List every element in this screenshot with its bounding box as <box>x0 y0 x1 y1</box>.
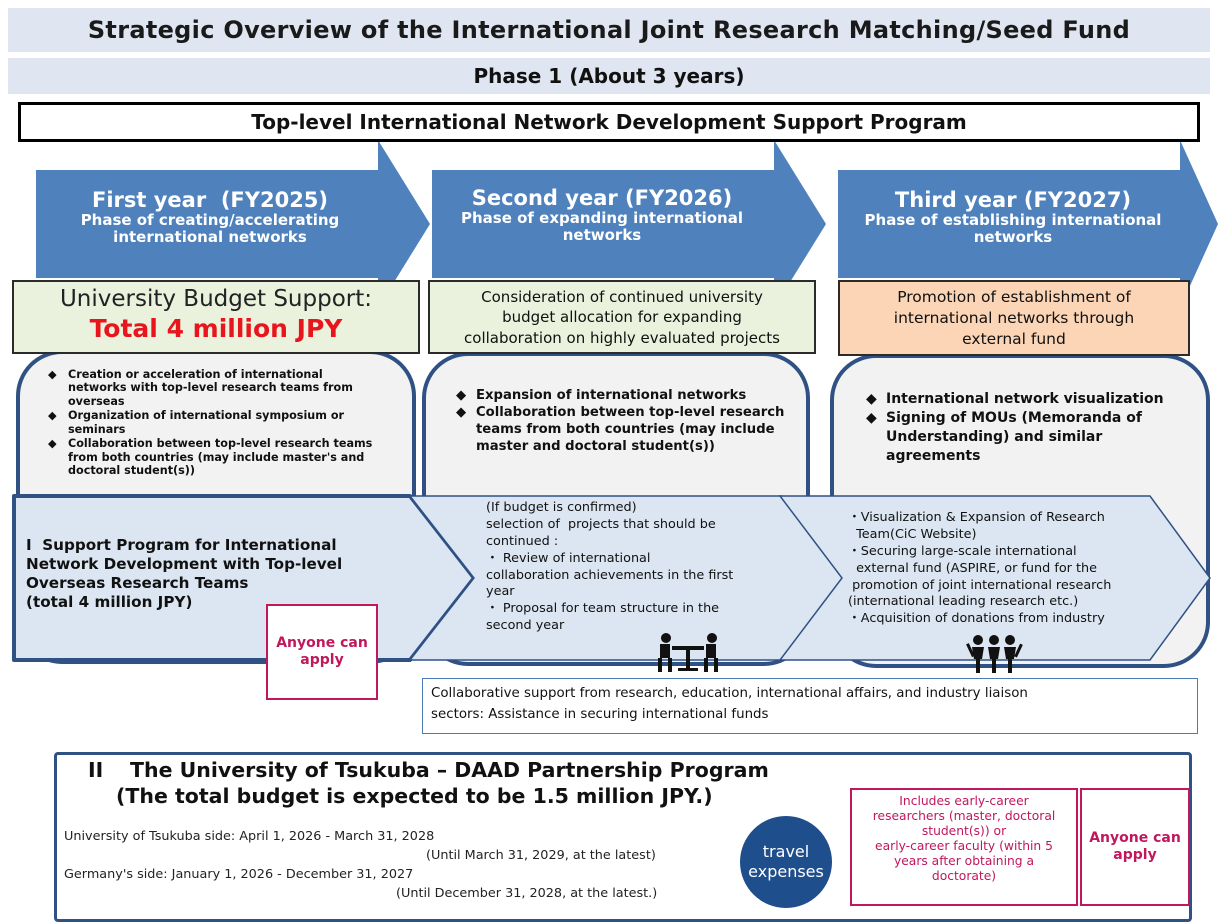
budget-box-year2: Consideration of continued university bu… <box>428 280 816 354</box>
incl-line5: years after obtaining a <box>893 854 1035 868</box>
budget-box-year3: Promotion of establishment of internatio… <box>838 280 1190 356</box>
budget3-line3: external fund <box>962 329 1066 348</box>
mid-line: selection of projects that should be <box>486 516 716 532</box>
tsukuba-dates: University of Tsukuba side: April 1, 202… <box>64 829 435 844</box>
list-item: Creation or acceleration of internationa… <box>44 368 374 408</box>
right-line: promotion of joint international researc… <box>848 577 1112 593</box>
list-item: Organization of international symposium … <box>44 409 374 436</box>
meeting-icon <box>658 633 718 672</box>
mid-line: ・ Review of international <box>486 550 651 566</box>
incl-line4: early-career faculty (within 5 <box>875 839 1053 853</box>
program1-line3: Overseas Research Teams <box>26 574 249 592</box>
tsukuba-deadline: (Until March 31, 2029, at the latest) <box>426 848 656 863</box>
year2-arrow-text: Second year (FY2026) Phase of expanding … <box>432 186 772 245</box>
page-title: Strategic Overview of the International … <box>8 8 1210 52</box>
germany-dates: Germany's side: January 1, 2026 - Decemb… <box>64 867 414 882</box>
people-icon <box>966 635 1023 673</box>
apply1-line2: apply <box>300 652 344 668</box>
list-item: International network visualization <box>862 390 1192 409</box>
list-item: Collaboration between top-level research… <box>44 437 374 477</box>
selection-text: (If budget is confirmed) selection of pr… <box>486 500 806 635</box>
collaborative-support-box: Collaborative support from research, edu… <box>422 678 1198 734</box>
program1-line1: I Support Program for International <box>26 536 337 554</box>
program1-line2: Network Development with Top-level <box>26 555 343 573</box>
year2-bullets: Expansion of international networks Coll… <box>452 387 792 456</box>
daad-title-line1: The University of Tsukuba – DAAD Partner… <box>130 758 769 782</box>
mid-line: (If budget is confirmed) <box>486 500 637 515</box>
eligibility-box: Includes early-career researchers (maste… <box>850 788 1078 906</box>
apply2-line2: apply <box>1113 847 1157 863</box>
year1-arrow <box>36 140 430 308</box>
incl-line1: Includes early-career <box>899 794 1029 808</box>
year1-arrow-text: First year (FY2025) Phase of creating/ac… <box>40 188 380 247</box>
year1-sub2: international networks <box>113 228 307 247</box>
incl-line3: student(s)) or <box>921 824 1007 838</box>
budget2-line1: Consideration of continued university <box>481 288 763 306</box>
budget3-line1: Promotion of establishment of <box>897 288 1131 306</box>
right-line: ・Acquisition of donations from industry <box>848 611 1105 627</box>
phase-label: Phase 1 (About 3 years) <box>8 58 1210 94</box>
travel-expenses-badge: travel expenses <box>740 816 832 908</box>
year3-arrow <box>838 140 1218 308</box>
budget3-line2: international networks through <box>893 308 1135 327</box>
year3-sub2: networks <box>973 228 1053 247</box>
external-fund-text: ・Visualization & Expansion of Research T… <box>848 510 1168 628</box>
budget2-line3: collaboration on highly evaluated projec… <box>464 328 780 347</box>
apply2-line1: Anyone can <box>1089 829 1181 846</box>
year1-bullets: Creation or acceleration of internationa… <box>44 368 374 479</box>
mid-line: second year <box>486 618 565 634</box>
right-line: (international leading research etc.) <box>848 594 1079 610</box>
budget-box-year1: University Budget Support: Total 4 milli… <box>12 280 420 354</box>
right-line: Team(CiC Website) <box>848 526 977 542</box>
right-line: ・Visualization & Expansion of Research <box>848 510 1105 525</box>
incl-line6: doctorate) <box>931 869 997 883</box>
year1-heading: First year (FY2025) <box>91 188 329 212</box>
budget1-label: University Budget Support: <box>59 286 373 312</box>
mid-line: year <box>486 584 515 600</box>
year3-heading: Third year (FY2027) <box>894 188 1132 212</box>
collab-line2: sectors: Assistance in securing internat… <box>431 707 769 723</box>
travel-line2: expenses <box>748 862 824 881</box>
travel-line1: travel <box>762 842 810 861</box>
right-line: ・Securing large-scale international <box>848 543 1077 559</box>
mid-line: ・ Proposal for team structure in the <box>486 601 720 617</box>
year2-sub1: Phase of expanding international <box>461 209 743 228</box>
list-item: Expansion of international networks <box>452 387 792 404</box>
program-title: Top-level International Network Developm… <box>18 102 1200 142</box>
year2-arrow <box>432 140 826 308</box>
apply1-line1: Anyone can <box>276 634 368 651</box>
daad-title-line2: (The total budget is expected to be 1.5 … <box>116 783 713 808</box>
year2-sub2: networks <box>562 226 642 245</box>
year3-sub1: Phase of establishing international <box>864 211 1162 230</box>
year3-arrow-text: Third year (FY2027) Phase of establishin… <box>840 188 1186 247</box>
year1-sub1: Phase of creating/accelerating <box>80 211 340 230</box>
mid-line: collaboration achievements in the first <box>486 567 734 583</box>
right-line: external fund (ASPIRE, or fund for the <box>848 560 1097 576</box>
daad-title: II The University of Tsukuba – DAAD Partn… <box>88 758 848 809</box>
daad-section <box>54 752 1192 922</box>
budget2-line2: budget allocation for expanding <box>502 308 742 327</box>
collab-line1: Collaborative support from research, edu… <box>431 686 1028 701</box>
mid-line: continued : <box>486 533 559 549</box>
budget1-amount: Total 4 million JPY <box>89 314 343 343</box>
year3-bullets: International network visualization Sign… <box>862 390 1192 466</box>
program1-label: I Support Program for International Netw… <box>26 536 406 612</box>
incl-line2: researchers (master, doctoral <box>872 809 1056 823</box>
daad-numeral: II <box>88 758 104 782</box>
program1-line4: (total 4 million JPY) <box>26 593 193 611</box>
list-item: Collaboration between top-level research… <box>452 404 792 455</box>
year2-heading: Second year (FY2026) <box>471 186 733 210</box>
list-item: Signing of MOUs (Memoranda of Understand… <box>862 409 1192 466</box>
germany-deadline: (Until December 31, 2028, at the latest.… <box>396 886 658 901</box>
right-chevron <box>778 495 1211 661</box>
